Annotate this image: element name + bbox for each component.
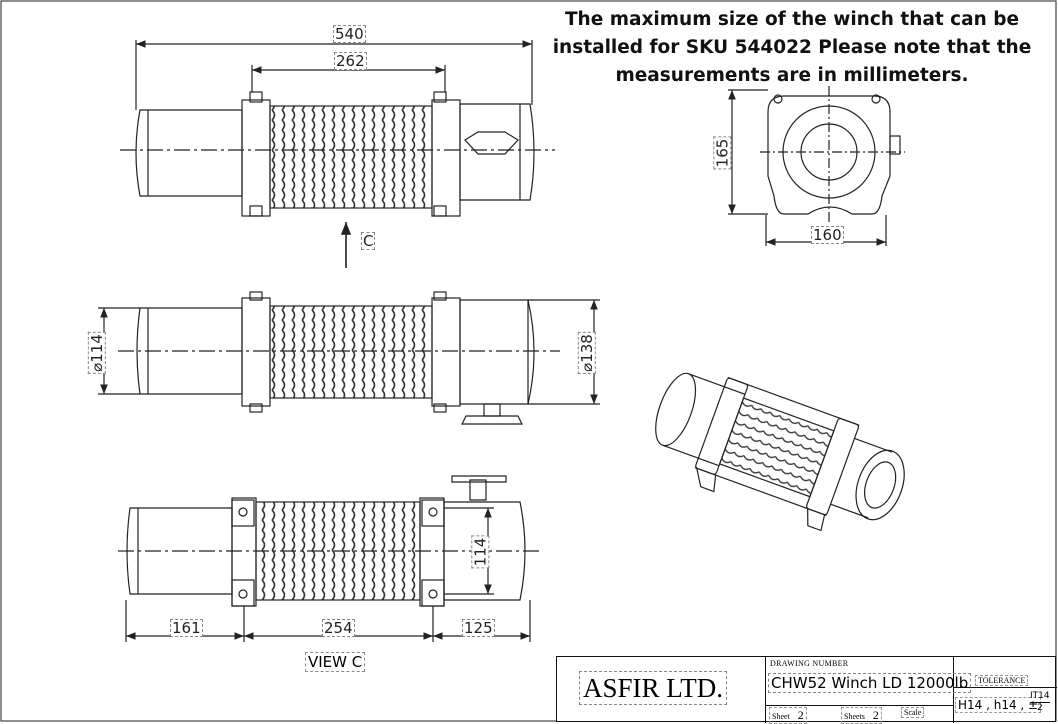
sheet-value: 2 bbox=[797, 708, 804, 722]
drawing-number: CHW52 Winch LD 12000lb bbox=[768, 673, 972, 693]
dim-overall-length: 540 bbox=[333, 25, 366, 43]
title-block-divider bbox=[765, 657, 766, 723]
tolerance-fraction: IT14 2 bbox=[1030, 691, 1050, 714]
dim-bottom-right: 125 bbox=[462, 619, 495, 637]
title-block-divider bbox=[953, 687, 1057, 688]
tolerance-header: TOLERANCE bbox=[975, 675, 1029, 686]
front-view-winch bbox=[760, 86, 905, 224]
sheet-field: Sheet 2 bbox=[769, 707, 807, 724]
dim-front-width: 160 bbox=[811, 226, 844, 244]
note-line-2: installed for SKU 544022 Please note tha… bbox=[552, 37, 1032, 58]
max-size-note: The maximum size of the winch that can b… bbox=[552, 6, 1032, 90]
tolerance-fraction-top: IT14 bbox=[1030, 691, 1050, 703]
bottom-view-winch bbox=[118, 475, 540, 607]
drawing-number-header: DRAWING NUMBER bbox=[770, 659, 849, 668]
side-view-winch bbox=[118, 291, 560, 425]
dim-bottom-middle: 254 bbox=[322, 619, 355, 637]
dim-side-left-diameter: ⌀114 bbox=[87, 332, 106, 374]
company-name: ASFIR LTD. bbox=[579, 671, 728, 705]
sheets-field: Sheets 2 bbox=[841, 707, 882, 724]
view-arrow-label: C bbox=[361, 232, 376, 250]
title-block: ASFIR LTD. DRAWING NUMBER CHW52 Winch LD… bbox=[556, 656, 1057, 724]
sheets-value: 2 bbox=[872, 708, 879, 722]
tolerance-value: H14 , h14 , ± bbox=[955, 697, 1042, 713]
scale-label: Scale bbox=[901, 707, 925, 718]
view-c-label: VIEW C bbox=[305, 652, 366, 672]
note-line-3: measurements are in millimeters. bbox=[615, 65, 969, 86]
dim-front-height: 165 bbox=[713, 136, 732, 170]
title-block-divider bbox=[953, 657, 954, 723]
dim-drum-length: 262 bbox=[334, 52, 367, 70]
sheets-label: Sheets bbox=[844, 712, 865, 721]
top-view-winch bbox=[120, 91, 555, 217]
isometric-view-winch bbox=[655, 372, 905, 532]
tolerance-fraction-bottom: 2 bbox=[1036, 703, 1043, 713]
dim-bottom-height: 114 bbox=[471, 535, 490, 569]
title-block-divider bbox=[765, 705, 953, 706]
note-line-1: The maximum size of the winch that can b… bbox=[564, 9, 1020, 30]
dim-bottom-left: 161 bbox=[170, 619, 203, 637]
dim-side-right-diameter: ⌀138 bbox=[577, 332, 596, 374]
sheet-label: Sheet bbox=[772, 712, 790, 721]
